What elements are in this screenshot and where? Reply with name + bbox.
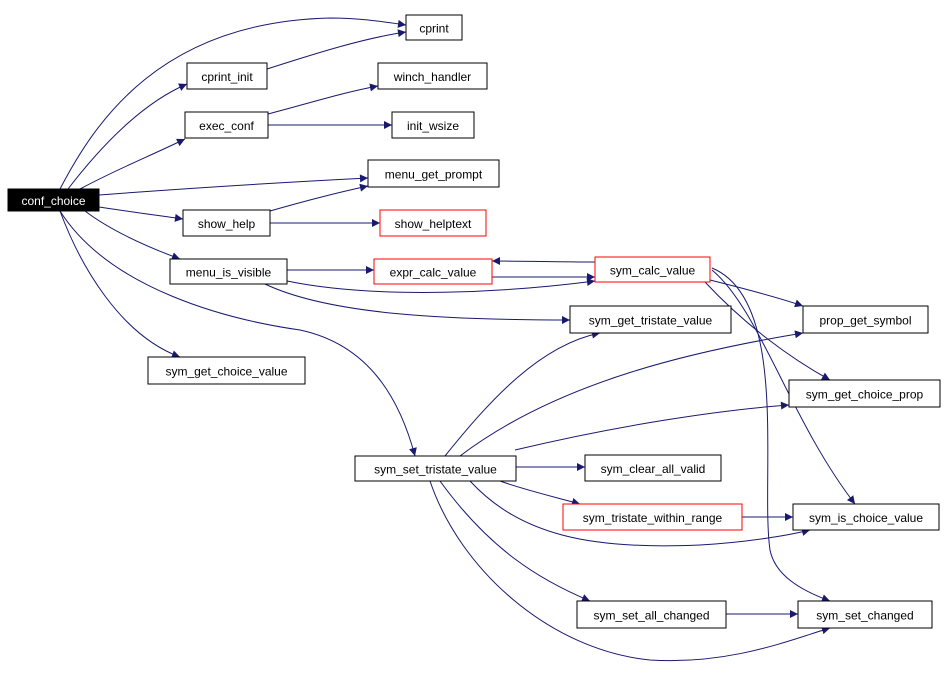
edge-show-help-to-menu-get-prompt bbox=[269, 183, 369, 212]
edges-layer bbox=[59, 17, 856, 662]
node-show-helptext[interactable]: show_helptext bbox=[379, 209, 487, 237]
node-sym-set-all-changed[interactable]: sym_set_all_changed bbox=[576, 600, 727, 629]
node-cprint[interactable]: cprint bbox=[405, 14, 463, 41]
node-sym-calc-value[interactable]: sym_calc_value bbox=[594, 256, 711, 283]
edge-conf-choice-to-menu-get-prompt bbox=[98, 174, 369, 196]
edge-sym-set-tristate-value-to-sym-is-choice-value bbox=[469, 480, 811, 547]
node-box[interactable] bbox=[373, 258, 493, 285]
node-sym-tristate-within-range[interactable]: sym_tristate_within_range bbox=[562, 503, 743, 531]
node-label[interactable]: cprint_init bbox=[201, 70, 253, 84]
node-box[interactable] bbox=[576, 600, 727, 629]
node-label[interactable]: sym_get_choice_value bbox=[165, 365, 287, 379]
node-label[interactable]: winch_handler bbox=[393, 70, 471, 84]
node-box[interactable] bbox=[569, 305, 732, 334]
node-label[interactable]: conf_choice bbox=[21, 194, 85, 208]
node-sym-set-changed[interactable]: sym_set_changed bbox=[797, 600, 933, 629]
node-box[interactable] bbox=[169, 258, 288, 285]
node-box[interactable] bbox=[792, 503, 940, 531]
node-label[interactable]: sym_calc_value bbox=[610, 264, 696, 278]
edge-sym-set-tristate-value-to-sym-tristate-within-range bbox=[499, 480, 581, 506]
edge-menu-is-visible-to-sym-calc-value bbox=[286, 278, 596, 293]
node-label[interactable]: cprint bbox=[419, 22, 449, 36]
edge-conf-choice-to-sym-set-tristate-value bbox=[59, 210, 417, 457]
node-exec-conf[interactable]: exec_conf bbox=[184, 111, 269, 139]
node-expr-calc-value[interactable]: expr_calc_value bbox=[373, 258, 493, 285]
edge-conf-choice-to-menu-is-visible bbox=[84, 210, 181, 260]
node-box[interactable] bbox=[405, 14, 463, 41]
edge-menu-is-visible-to-sym-get-tristate-value bbox=[264, 283, 571, 324]
node-label[interactable]: expr_calc_value bbox=[390, 266, 477, 280]
node-menu-is-visible[interactable]: menu_is_visible bbox=[169, 258, 288, 285]
edge-sym-calc-value-to-expr-calc-value bbox=[491, 257, 596, 266]
edge-sym-set-tristate-value-to-sym-get-choice-prop bbox=[514, 401, 790, 451]
node-sym-clear-all-valid[interactable]: sym_clear_all_valid bbox=[584, 454, 722, 482]
edge-sym-calc-value-to-sym-set-changed bbox=[711, 267, 831, 602]
edge-conf-choice-to-cprint bbox=[59, 17, 407, 190]
node-box[interactable] bbox=[147, 356, 306, 385]
edge-cprint-init-to-cprint bbox=[266, 29, 407, 70]
node-box[interactable] bbox=[184, 111, 269, 139]
node-label[interactable]: sym_set_tristate_value bbox=[374, 463, 497, 477]
node-label[interactable]: menu_is_visible bbox=[186, 266, 272, 280]
node-box[interactable] bbox=[562, 503, 743, 531]
node-menu-get-prompt[interactable]: menu_get_prompt bbox=[367, 159, 500, 188]
node-sym-set-tristate-value[interactable]: sym_set_tristate_value bbox=[354, 455, 517, 482]
node-box[interactable] bbox=[594, 256, 711, 283]
node-label[interactable]: sym_set_all_changed bbox=[593, 609, 709, 623]
node-sym-get-choice-value[interactable]: sym_get_choice_value bbox=[147, 356, 306, 385]
edge-sym-set-tristate-value-to-sym-get-tristate-value bbox=[444, 330, 601, 457]
edge-sym-set-tristate-value-to-sym-set-changed bbox=[429, 480, 831, 662]
node-label[interactable]: sym_clear_all_valid bbox=[601, 462, 706, 476]
edge-sym-set-tristate-value-to-sym-set-all-changed bbox=[439, 480, 591, 602]
node-box[interactable] bbox=[797, 600, 933, 629]
node-box[interactable] bbox=[182, 209, 271, 237]
node-label[interactable]: sym_get_choice_prop bbox=[806, 388, 924, 402]
node-sym-get-choice-prop[interactable]: sym_get_choice_prop bbox=[788, 379, 941, 408]
node-label[interactable]: exec_conf bbox=[199, 119, 254, 133]
node-label[interactable]: prop_get_symbol bbox=[819, 314, 911, 328]
edge-sym-calc-value-to-sym-is-choice-value bbox=[711, 269, 856, 505]
edge-sym-set-tristate-value-to-prop-get-symbol bbox=[459, 330, 804, 457]
node-label[interactable]: init_wsize bbox=[407, 119, 459, 133]
node-cprint-init[interactable]: cprint_init bbox=[186, 62, 268, 90]
node-box[interactable] bbox=[7, 188, 100, 212]
node-winch-handler[interactable]: winch_handler bbox=[377, 62, 488, 90]
node-prop-get-symbol[interactable]: prop_get_symbol bbox=[802, 305, 929, 334]
node-label[interactable]: show_help bbox=[198, 217, 256, 231]
node-sym-get-tristate-value[interactable]: sym_get_tristate_value bbox=[569, 305, 732, 334]
node-label[interactable]: menu_get_prompt bbox=[385, 168, 483, 182]
node-box[interactable] bbox=[186, 62, 268, 90]
node-conf-choice[interactable]: conf_choice bbox=[7, 188, 100, 212]
node-label[interactable]: sym_is_choice_value bbox=[809, 511, 923, 525]
node-box[interactable] bbox=[788, 379, 941, 408]
node-box[interactable] bbox=[379, 209, 487, 237]
node-label[interactable]: sym_get_tristate_value bbox=[589, 314, 713, 328]
node-box[interactable] bbox=[377, 62, 488, 90]
node-box[interactable] bbox=[367, 159, 500, 188]
node-label[interactable]: sym_set_changed bbox=[816, 609, 913, 623]
edge-conf-choice-to-show-help bbox=[98, 206, 184, 222]
edge-conf-choice-to-exec-conf bbox=[79, 138, 186, 190]
edge-exec-conf-to-winch-handler bbox=[267, 83, 379, 115]
edge-conf-choice-to-cprint-init bbox=[67, 83, 188, 190]
edge-sym-calc-value-to-prop-get-symbol bbox=[709, 279, 804, 308]
node-init-wsize[interactable]: init_wsize bbox=[391, 111, 475, 139]
node-sym-is-choice-value[interactable]: sym_is_choice_value bbox=[792, 503, 940, 531]
node-box[interactable] bbox=[354, 455, 517, 482]
nodes-layer: conf_choice cprint cprint_init winch_handle… bbox=[7, 14, 941, 629]
edge-conf-choice-to-sym-get-choice-value bbox=[59, 210, 181, 358]
node-box[interactable] bbox=[391, 111, 475, 139]
node-box[interactable] bbox=[584, 454, 722, 482]
node-show-help[interactable]: show_help bbox=[182, 209, 271, 237]
node-box[interactable] bbox=[802, 305, 929, 334]
node-label[interactable]: show_helptext bbox=[395, 217, 472, 231]
node-label[interactable]: sym_tristate_within_range bbox=[583, 511, 723, 525]
